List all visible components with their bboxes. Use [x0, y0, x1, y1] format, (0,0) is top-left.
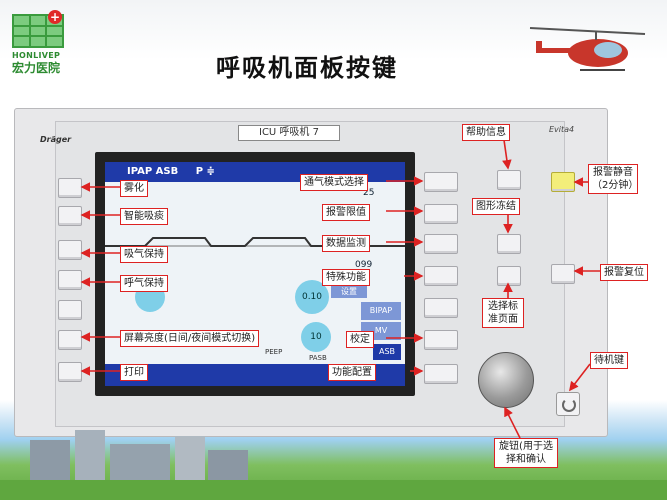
label-vent-mode: 通气模式选择: [300, 174, 368, 191]
label-print: 打印: [120, 364, 148, 381]
device-model-label: ICU 呼吸机 7: [238, 125, 340, 141]
page-title: 呼吸机面板按键: [216, 53, 398, 82]
helicopter-icon: [529, 27, 646, 71]
label-brightness: 屏幕亮度(日间/夜间模式切换): [120, 330, 260, 347]
hospital-scenery: [0, 430, 667, 500]
label-func-config: 功能配置: [328, 364, 376, 381]
help-button[interactable]: [497, 170, 521, 190]
label-alarm-limit: 报警限值: [322, 204, 370, 221]
screen-label-peep: PEEP: [265, 348, 283, 356]
screen-label-pasb: PASB: [309, 354, 327, 362]
logo-text-zh: 宏力医院: [12, 61, 61, 75]
screen-tag-bipap[interactable]: BIPAP: [361, 302, 401, 320]
label-help: 帮助信息: [462, 124, 510, 141]
label-smart-suction: 智能吸痰: [120, 208, 168, 225]
label-exp-hold: 呼气保持: [120, 275, 168, 292]
alarm-limit-button[interactable]: [424, 204, 458, 224]
label-insp-hold: 吸气保持: [120, 246, 168, 263]
screen-tag-asb[interactable]: ASB: [373, 344, 401, 360]
screen-value-e: 099: [355, 260, 373, 270]
screen-value-c: 10: [301, 322, 331, 352]
label-nebulize: 雾化: [120, 180, 148, 197]
label-alarm-silence: 报警静音（2分钟）: [588, 164, 638, 194]
label-alarm-reset: 报警复位: [600, 264, 648, 281]
red-cross-icon: +: [48, 10, 62, 24]
special-func-button[interactable]: [424, 266, 458, 286]
blank-button[interactable]: [58, 300, 82, 320]
vent-mode-button[interactable]: [424, 172, 458, 192]
graph-freeze-button[interactable]: [497, 234, 521, 254]
label-graph-freeze: 图形冻结: [472, 198, 520, 215]
label-standard-page: 选择标准页面: [482, 298, 524, 328]
label-calibrate: 校定: [346, 331, 374, 348]
label-standby: 待机键: [590, 352, 628, 369]
label-special-func: 特殊功能: [322, 269, 370, 286]
device-brand: Dräger: [40, 135, 72, 144]
func-config-button[interactable]: [424, 364, 458, 384]
blank-right-button[interactable]: [424, 298, 458, 318]
screen-mode: IPAP ASB: [127, 166, 179, 177]
logo-text-en: HONLIVEP: [12, 51, 61, 60]
rotary-knob[interactable]: [478, 352, 534, 408]
label-data-monitor: 数据监测: [322, 235, 370, 252]
standby-button[interactable]: [556, 392, 580, 416]
device-product: Evita4: [549, 125, 575, 134]
screen-value-d: 25: [363, 188, 375, 198]
screen-pressure: P ≑: [195, 166, 215, 177]
screen-tag-setting[interactable]: 设置: [331, 286, 367, 298]
data-monitor-button[interactable]: [424, 234, 458, 254]
label-knob: 旋钮(用于选择和确认: [494, 438, 558, 468]
calibrate-button[interactable]: [424, 330, 458, 350]
